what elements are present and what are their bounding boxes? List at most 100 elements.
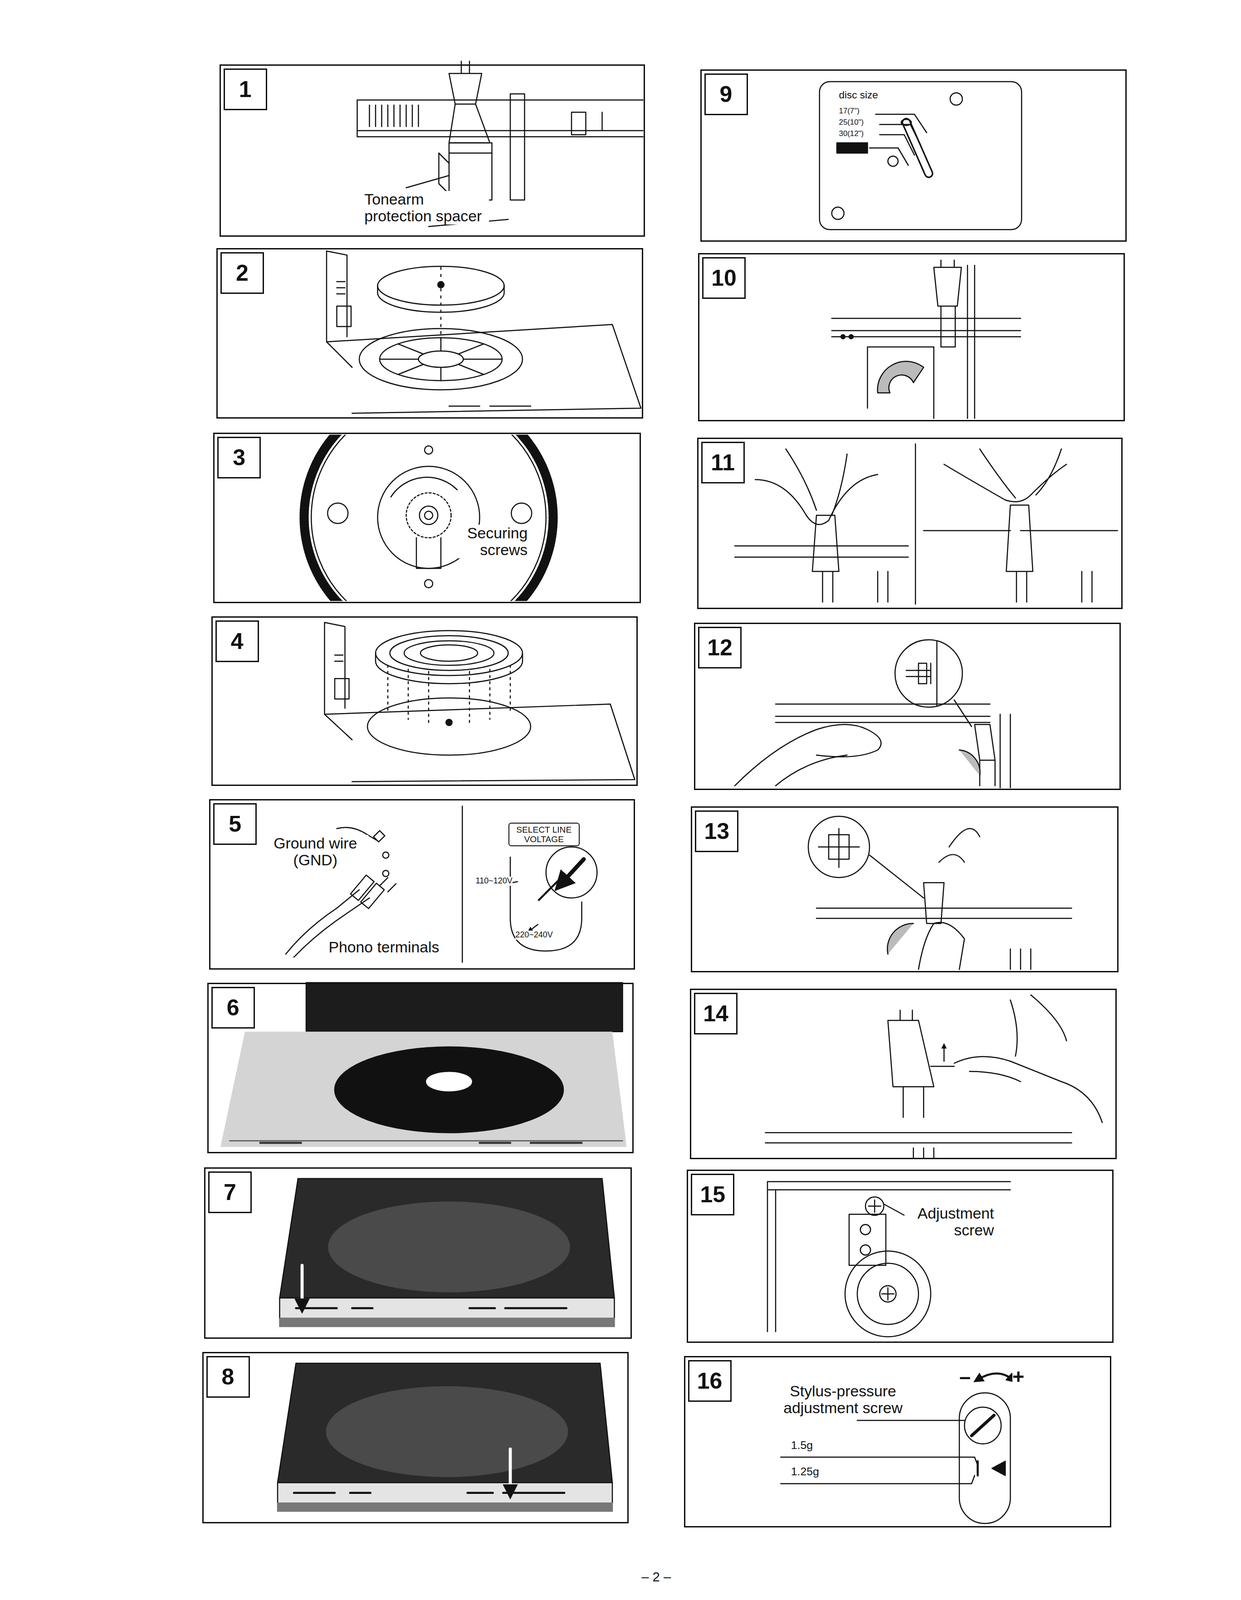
platter-underside-illustration [311,434,547,602]
stylus-pressure-illustration [959,1392,1011,1524]
step-number: 13 [694,810,739,853]
closed-lid-illustration [293,1492,565,1495]
closed-lid-illustration [277,1482,613,1504]
platter-underside-illustration [406,493,452,538]
overhang-adjustment-illustration [974,724,996,787]
tonearm-illustration [449,61,482,105]
tonearm-illustration [357,61,644,227]
platter-mat-illustration [375,653,523,685]
stylus-removal-illustration [755,449,878,525]
connection-illustration [546,847,598,899]
platter-underside-illustration [424,511,433,520]
platter-mat-illustration [324,622,636,782]
cartridge-mounting-illustration [918,922,965,970]
tracking-adjustment-illustration [868,1200,881,1213]
stylus-pressure-illustration [971,1415,995,1437]
step-number: 7 [208,1171,252,1214]
overhang-adjustment-illustration [954,700,972,728]
overhang-adjustment-illustration [894,640,963,708]
disc-size-lever-illustration [819,81,1022,230]
platter-underside-illustration [511,503,532,524]
closed-lid-illustration [326,1387,568,1477]
platter-underside-illustration [419,506,439,525]
stylus-pressure-illustration [977,1373,1013,1381]
platter-underside-illustration [327,503,348,524]
tonearm-illustration [357,100,644,137]
step-number: 11 [701,441,745,484]
stylus-removal-illustration [812,515,840,602]
cartridge-mounting-illustration [887,923,914,955]
platter-removal-illustration [418,351,464,368]
closed-lid-illustration [277,1503,613,1512]
connection-illustration [382,852,390,859]
disc-size-lever-illustration [869,114,927,166]
step-panel: 13 [690,806,1119,973]
platter-removal-illustration [337,281,352,327]
closed-lid-illustration [277,1363,613,1512]
connection-illustration [350,875,375,901]
record-illustration [426,1072,472,1092]
callout-label: disc size [839,89,879,102]
stylus-removal-illustration [1006,505,1034,603]
platter-mat-illustration [404,640,494,666]
step-number: 9 [704,73,748,116]
platter-removal-illustration [377,266,505,306]
record-illustration [306,982,623,1032]
tracking-adjustment-illustration [767,1182,1011,1338]
cartridge-mounting-illustration [808,816,870,878]
connection-illustration [382,870,390,877]
closed-lid-illustration [328,1202,570,1293]
step-panel: 3 [213,432,641,604]
tonearm-illustration [510,93,525,201]
tonearm-illustration [369,105,419,127]
connection-illustration [379,877,396,893]
headshell-illustration [849,334,854,339]
callout-label: 110~120V [475,876,513,886]
callout-label: 25(10") [839,118,865,128]
platter-underside-illustration [424,445,433,455]
step-panel: 8 [202,1352,630,1524]
step-number: 8 [206,1356,250,1398]
stylus-insertion-illustration [930,1065,955,1067]
platter-mat-illustration [387,665,511,723]
stylus-insertion-illustration [900,1010,924,1118]
stylus-pressure-illustration [964,1407,1002,1445]
step-panel: 14 [689,988,1117,1160]
callout-label: Securing screws [456,524,528,559]
step-panel: 10 [698,253,1125,422]
tracking-adjustment-illustration [845,1251,931,1338]
platter-removal-illustration [379,337,503,382]
overhang-adjustment-illustration [734,724,882,787]
stylus-insertion-illustration [943,1045,945,1062]
platter-underside-illustration [304,434,554,602]
headshell-illustration [877,361,924,393]
closed-lid-illustration [279,1178,615,1327]
cartridge-mounting-illustration [818,828,860,868]
connection-illustration [538,879,560,901]
stylus-insertion-illustration [765,1133,1072,1159]
callout-label: + [1012,1365,1025,1389]
record-illustration [220,1031,627,1148]
platter-removal-illustration [359,328,523,391]
closed-lid-illustration [296,1307,567,1310]
closed-lid-illustration [279,1318,615,1327]
step-panel: 2 [216,248,644,419]
platter-mat-illustration [324,622,636,782]
platter-mat-illustration [445,719,453,726]
closed-lid-illustration [279,1178,615,1299]
step-number: 1 [223,68,268,111]
headshell-illustration [840,334,846,339]
callout-label: Tonearm protection spacer [364,190,489,225]
stylus-insertion-illustration [954,995,1103,1123]
stylus-pressure-illustration [780,1457,978,1485]
step-panel: 11 [697,437,1123,610]
tracking-adjustment-illustration [857,1263,919,1325]
stylus-removal-illustration [943,449,1067,502]
step-panel: 15 [686,1169,1114,1344]
stylus-removal-illustration [734,444,1118,605]
connection-illustration [561,859,585,885]
callout-label: – [959,1365,971,1389]
connection-illustration [285,806,597,963]
record-illustration [260,1142,582,1145]
tracking-adjustment-illustration [865,1197,885,1216]
